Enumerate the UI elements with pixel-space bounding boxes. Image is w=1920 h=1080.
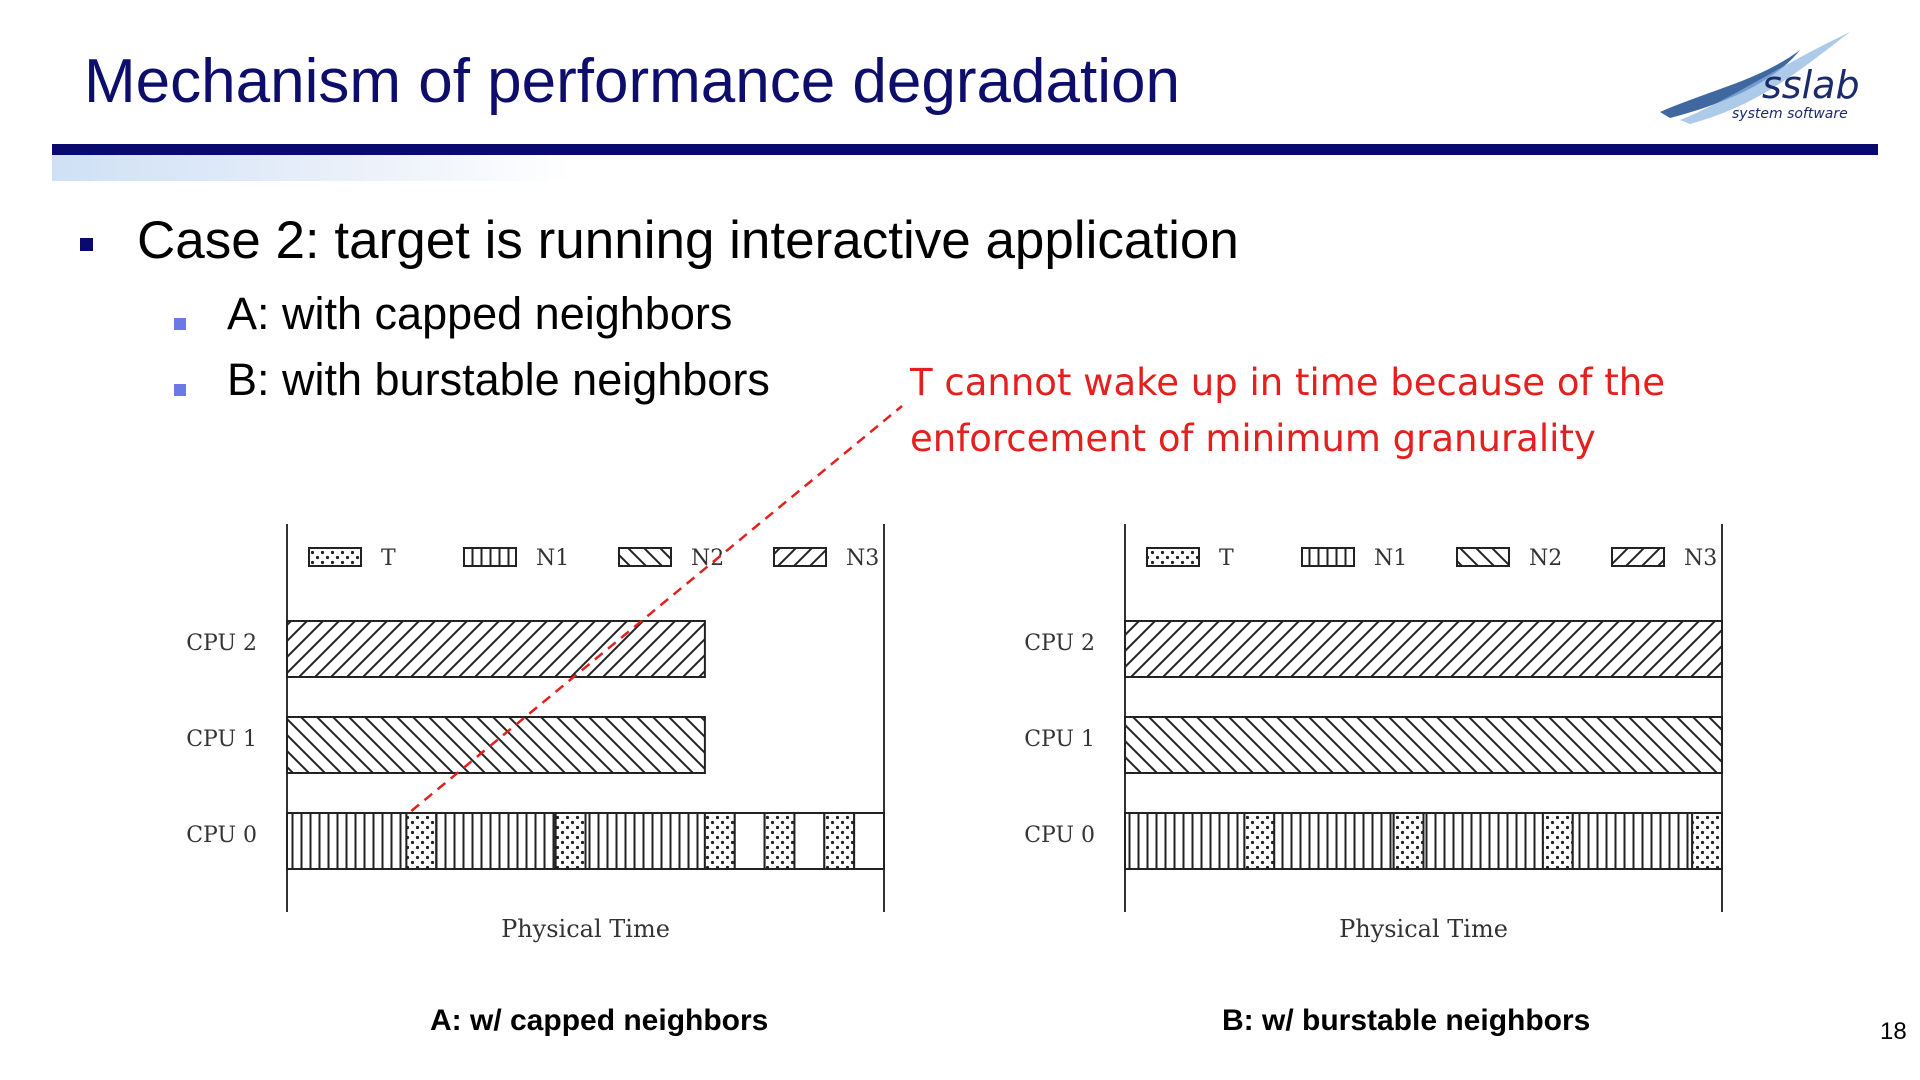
legend-label-n3: N3 xyxy=(846,546,879,571)
legend-swatch-n2 xyxy=(618,547,672,567)
x-axis-label: Physical Time xyxy=(501,915,670,943)
bullet-square-icon xyxy=(80,238,93,251)
segment-cpu2-n3 xyxy=(1124,620,1723,678)
cpu-label: CPU 0 xyxy=(186,823,257,848)
segment-cpu0-n1 xyxy=(435,812,557,870)
segment-cpu2-n3 xyxy=(286,620,706,678)
legend-label-n1: N1 xyxy=(536,546,569,571)
sub-bullet-a-text: A: with capped neighbors xyxy=(227,288,733,339)
segment-cpu0-t xyxy=(823,812,856,870)
diagram-b-caption: B: w/ burstable neighbors xyxy=(1222,1004,1591,1037)
legend-swatch-t xyxy=(1146,547,1200,567)
segment-cpu0-t xyxy=(1392,812,1425,870)
segment-cpu1-n2 xyxy=(1124,716,1723,774)
cpu-label: CPU 2 xyxy=(1024,631,1095,656)
legend-label-n1: N1 xyxy=(1374,546,1407,571)
segment-cpu0-n1 xyxy=(286,812,408,870)
sub-bullet-square-icon xyxy=(174,318,186,330)
segment-cpu0-idle xyxy=(793,812,826,870)
annotation-line-2: enforcement of minimum granurality xyxy=(910,417,1596,460)
segment-cpu0-t xyxy=(1243,812,1276,870)
legend-swatch-n2 xyxy=(1456,547,1510,567)
cpu-label: CPU 2 xyxy=(186,631,257,656)
cpu-label: CPU 0 xyxy=(1024,823,1095,848)
segment-cpu0-idle xyxy=(733,812,766,870)
bullet-main-text: Case 2: target is running interactive ap… xyxy=(137,211,1239,270)
x-axis-label: Physical Time xyxy=(1339,915,1508,943)
segment-cpu0-t xyxy=(1541,812,1574,870)
segment-cpu0-t xyxy=(703,812,736,870)
sub-bullet-square-icon xyxy=(174,384,186,396)
sub-bullet-b-text: B: with burstable neighbors xyxy=(227,354,770,405)
cpu-label: CPU 1 xyxy=(186,727,257,752)
legend-label-n2: N2 xyxy=(1529,546,1562,571)
legend-swatch-n1 xyxy=(1301,547,1355,567)
legend-swatch-n3 xyxy=(1611,547,1665,567)
annotation-text: T cannot wake up in time because of the … xyxy=(910,355,1710,467)
logo-tagline: system software xyxy=(1732,106,1848,122)
annotation-line-1: T cannot wake up in time because of the xyxy=(910,361,1665,404)
page-number: 18 xyxy=(1880,1018,1907,1045)
segment-cpu0-t xyxy=(554,812,587,870)
segment-cpu0-t xyxy=(763,812,796,870)
segment-cpu0-n1 xyxy=(584,812,706,870)
legend-label-n3: N3 xyxy=(1684,546,1717,571)
diagram-a-caption: A: w/ capped neighbors xyxy=(430,1004,769,1037)
sslab-logo: sslab system software xyxy=(1660,32,1860,124)
legend-swatch-t xyxy=(308,547,362,567)
segment-cpu0-t xyxy=(1691,812,1724,870)
segment-cpu0-n1 xyxy=(1571,812,1694,870)
cpu-label: CPU 1 xyxy=(1024,727,1095,752)
logo-name: sslab xyxy=(1762,63,1860,107)
legend-label-t: T xyxy=(381,546,396,571)
segment-cpu0-idle xyxy=(853,812,886,870)
segment-cpu0-n1 xyxy=(1422,812,1544,870)
segment-cpu1-n2 xyxy=(286,716,706,774)
legend-label-t: T xyxy=(1219,546,1234,571)
annotation-pointer-line xyxy=(410,405,903,812)
segment-cpu0-n1 xyxy=(1273,812,1395,870)
segment-cpu0-n1 xyxy=(1124,812,1246,870)
legend-swatch-n3 xyxy=(773,547,827,567)
title-rule-glow xyxy=(52,155,572,181)
slide-title: Mechanism of performance degradation xyxy=(84,47,1180,116)
title-rule xyxy=(52,144,1878,155)
legend-swatch-n1 xyxy=(463,547,517,567)
segment-cpu0-t xyxy=(405,812,438,870)
